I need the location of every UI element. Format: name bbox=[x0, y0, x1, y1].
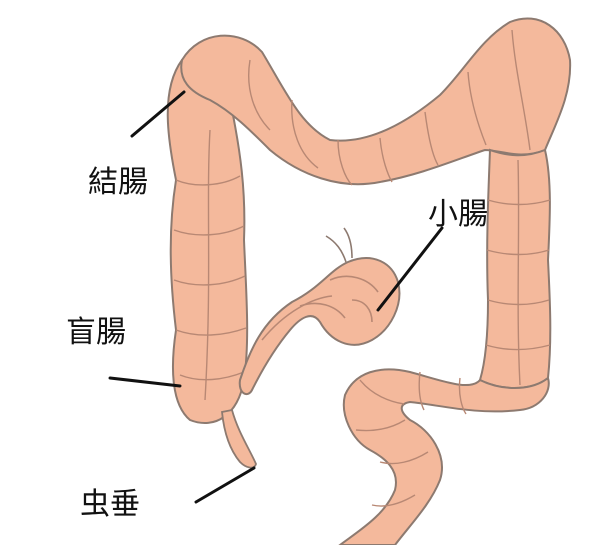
sigmoid-colon bbox=[336, 368, 550, 546]
transverse-colon bbox=[180, 17, 572, 186]
descending-colon bbox=[478, 148, 552, 389]
small-intestine bbox=[238, 227, 401, 396]
colon-leader-line bbox=[130, 90, 186, 138]
appendix-leader-line bbox=[194, 466, 256, 504]
appendix-label: 虫垂 bbox=[80, 487, 140, 522]
small-intestine-label: 小腸 bbox=[428, 197, 488, 232]
leader-lines bbox=[108, 90, 444, 504]
ascending-colon bbox=[166, 58, 249, 425]
cecum-leader-line bbox=[108, 376, 182, 388]
appendix-shape bbox=[221, 408, 257, 469]
small-intestine-leader-line bbox=[376, 226, 444, 312]
cecum-label: 盲腸 bbox=[66, 315, 126, 350]
colon-label: 結腸 bbox=[88, 165, 148, 200]
